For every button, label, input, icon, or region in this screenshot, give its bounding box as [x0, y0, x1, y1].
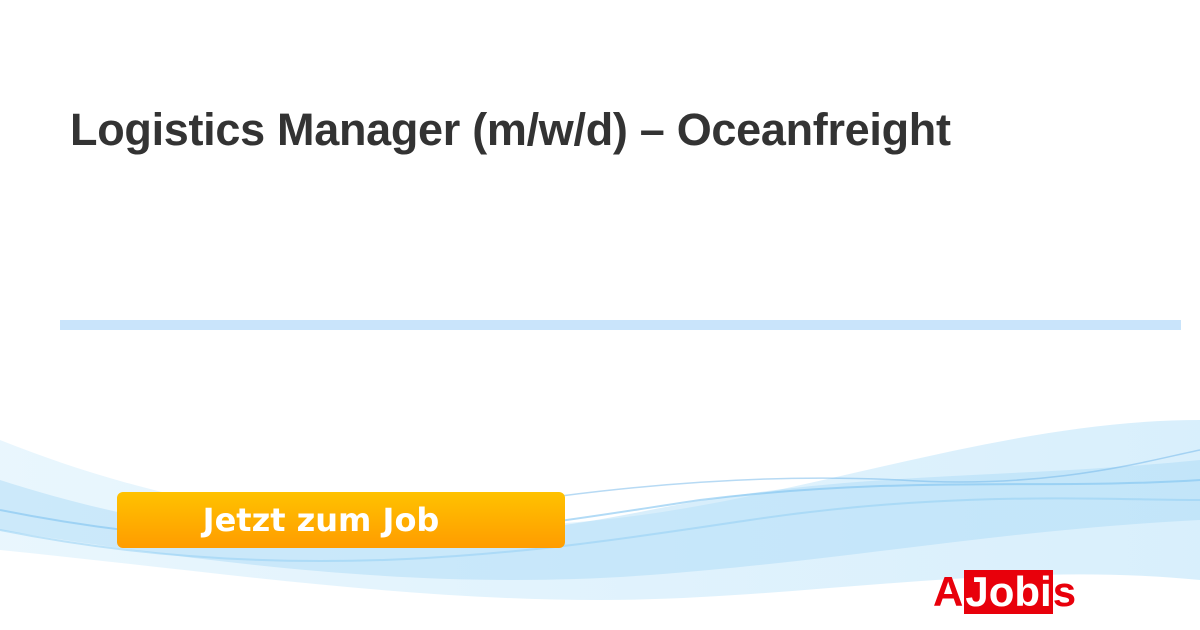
apply-job-button[interactable]: Jetzt zum Job [117, 492, 565, 548]
logo-prefix: A [933, 568, 964, 615]
logo-suffix: s [1052, 568, 1077, 615]
divider [60, 320, 1181, 330]
logo-box: Jobi [964, 568, 1053, 615]
job-title: Logistics Manager (m/w/d) – Oceanfreight [70, 104, 951, 155]
